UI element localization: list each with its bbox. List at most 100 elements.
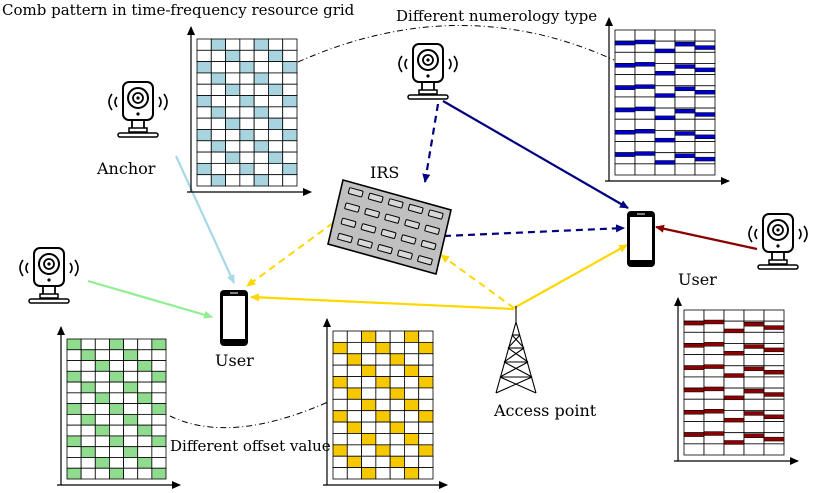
grid-cell	[253, 38, 269, 51]
grid-cell	[361, 387, 377, 400]
grid-cell	[375, 341, 391, 355]
numerology-slot	[743, 322, 765, 327]
grid-cell	[151, 457, 167, 469]
grid-cell	[694, 51, 716, 64]
grid-cell	[210, 129, 226, 142]
numerology-slot	[674, 64, 696, 69]
grid-cell	[389, 387, 405, 400]
grid-cell	[375, 398, 391, 412]
grid-cell	[225, 129, 241, 142]
grid-cell	[282, 140, 298, 153]
grid-cell	[282, 72, 298, 85]
irs-element	[337, 233, 353, 244]
grid-cell	[137, 424, 153, 437]
grid-cell	[282, 61, 298, 74]
grid-cell	[694, 29, 716, 42]
grid-cell	[94, 424, 110, 437]
grid-cell	[196, 151, 212, 164]
grid-cell	[137, 467, 153, 480]
grid-cell	[389, 421, 405, 434]
grid-cell	[239, 49, 255, 63]
grid-cell	[282, 95, 298, 108]
grid-cell	[723, 331, 745, 344]
grid-cell	[375, 364, 391, 377]
grid-cell	[282, 162, 298, 176]
grid-cell	[723, 309, 745, 322]
grid-cell	[634, 141, 656, 154]
link-topcam-irs	[422, 103, 440, 183]
link-irs-userright	[443, 224, 625, 238]
grid-cell	[80, 457, 96, 469]
grid-cell	[404, 341, 420, 355]
grid-cell	[94, 457, 110, 469]
grid-cell	[763, 331, 785, 344]
irs-element	[387, 198, 404, 209]
grid-cell	[674, 29, 696, 42]
numerology-slot	[614, 152, 636, 157]
grid-cell	[151, 370, 167, 383]
grid-cell	[332, 364, 348, 377]
numerology-slot	[614, 130, 636, 135]
grid-cell	[225, 49, 241, 63]
grid-cell	[332, 410, 348, 423]
numerology-slot	[683, 432, 705, 437]
numerology-slot	[634, 62, 656, 67]
grid-cell	[123, 403, 139, 415]
grid-cell	[268, 72, 284, 85]
grid-cell	[268, 162, 284, 176]
grid-cell	[743, 398, 765, 411]
grid-cell	[361, 353, 377, 366]
grid-cell	[346, 467, 362, 480]
grid-cell	[674, 51, 696, 64]
grid-cell	[763, 443, 785, 456]
grid-cell	[80, 446, 96, 458]
numerology-slot	[743, 388, 765, 394]
grid-cell	[109, 381, 124, 394]
grid-cell	[196, 174, 212, 187]
grid-cell	[404, 330, 420, 343]
grid-cell	[634, 96, 656, 109]
numerology-slot	[634, 106, 656, 112]
grid-cell	[109, 370, 124, 383]
camera-top-icon	[398, 43, 458, 100]
grid-cell	[703, 309, 725, 322]
numerology-slot	[763, 369, 785, 375]
numerology-slot	[694, 112, 716, 117]
grid-cell	[346, 421, 362, 434]
grid-cell	[151, 467, 167, 480]
grid-cell	[109, 435, 124, 448]
numerology-slot	[683, 343, 705, 348]
grid-cell	[614, 141, 636, 154]
grid-cell	[389, 364, 405, 377]
grid-cell	[137, 403, 153, 415]
links	[87, 25, 758, 429]
grid-cell	[654, 118, 676, 131]
grid-cell	[123, 413, 139, 426]
grid-cell	[268, 106, 284, 119]
numerology-slot	[723, 440, 745, 445]
grid-cell	[634, 118, 656, 131]
grid-cell	[80, 467, 96, 480]
grid-cell	[123, 392, 139, 405]
grid-cell	[253, 106, 269, 119]
grid-cell	[683, 398, 705, 411]
grid-cell	[418, 410, 434, 423]
irs-element	[367, 192, 384, 203]
numerology-slot	[703, 431, 725, 436]
numerology-slot	[703, 342, 725, 347]
grid-cell	[239, 95, 255, 108]
grid-cell	[694, 163, 716, 176]
grid-cell	[94, 360, 110, 372]
numerology-slot	[723, 328, 745, 334]
grid-cell	[418, 455, 434, 469]
irs-element	[424, 224, 440, 235]
grid-cell	[674, 141, 696, 154]
numerology-slot	[654, 48, 676, 54]
numerology-slot	[703, 364, 725, 369]
grid-cell	[123, 360, 139, 372]
numerology-slot	[683, 320, 705, 326]
grid-cell	[418, 421, 434, 434]
grid-cell	[109, 403, 124, 415]
grid-cell	[389, 330, 405, 343]
grid-cell	[268, 38, 284, 51]
